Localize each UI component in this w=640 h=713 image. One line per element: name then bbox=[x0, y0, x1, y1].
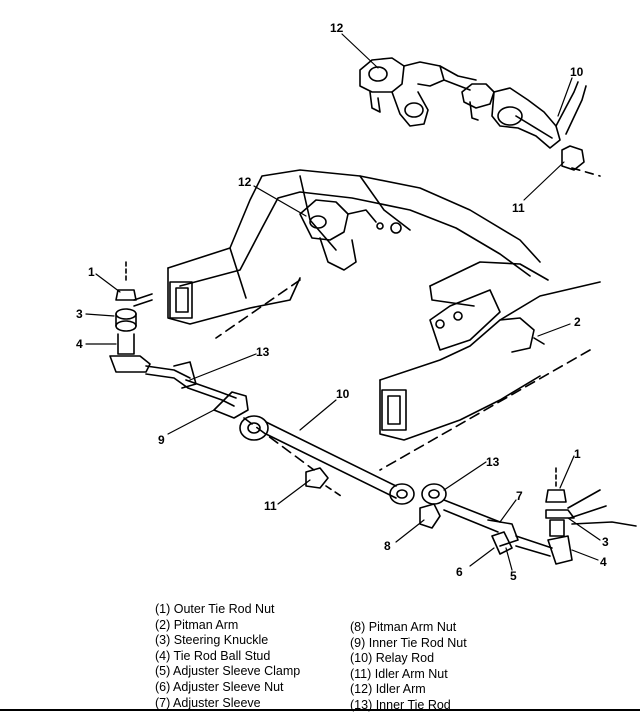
legend-item: (5) Adjuster Sleeve Clamp bbox=[155, 664, 301, 679]
relay-rod bbox=[213, 391, 415, 505]
legend-item: (13) Inner Tie Rod bbox=[350, 697, 451, 712]
callout-1-left: 1 bbox=[88, 265, 95, 279]
legend-right-column: (8) Pitman Arm Nut (9) Inner Tie Rod Nut… bbox=[350, 620, 467, 713]
callout-7: 7 bbox=[516, 489, 523, 503]
callout-5: 5 bbox=[510, 569, 517, 583]
left-tie-rod-end bbox=[109, 261, 237, 407]
legend-item: (11) Idler Arm Nut bbox=[350, 666, 448, 681]
bottom-divider bbox=[0, 709, 640, 711]
legend-item: (1) Outer Tie Rod Nut bbox=[155, 602, 275, 616]
callout-4-left: 4 bbox=[76, 337, 83, 351]
legend-left-column: (1) Outer Tie Rod Nut (2) Pitman Arm (3)… bbox=[155, 602, 300, 711]
idler-arm-detail bbox=[359, 57, 601, 177]
legend-item: (6) Adjuster Sleeve Nut bbox=[155, 679, 284, 694]
callout-8: 8 bbox=[384, 539, 391, 553]
legend-item: (10) Relay Rod bbox=[350, 651, 435, 666]
leader-lines bbox=[85, 33, 601, 571]
callout-4-right: 4 bbox=[600, 555, 607, 569]
right-tie-rod bbox=[419, 467, 637, 565]
callout-10-mid: 10 bbox=[336, 387, 350, 401]
callout-13-left: 13 bbox=[256, 345, 270, 359]
legend-item: (9) Inner Tie Rod Nut bbox=[350, 635, 467, 650]
callout-13-right: 13 bbox=[486, 455, 500, 469]
legend-item: (12) Idler Arm bbox=[350, 682, 426, 697]
callout-10-top: 10 bbox=[570, 65, 584, 79]
callout-11-top: 11 bbox=[512, 201, 525, 215]
legend-item: (4) Tie Rod Ball Stud bbox=[155, 648, 271, 663]
legend-item: (7) Adjuster Sleeve bbox=[155, 695, 261, 710]
callout-1-right: 1 bbox=[574, 447, 581, 461]
callout-3-left: 3 bbox=[76, 307, 83, 321]
callout-11-mid: 11 bbox=[264, 499, 277, 513]
callout-numbers: 12 10 11 12 1 3 4 2 13 10 9 11 13 1 7 3 … bbox=[76, 21, 609, 583]
legend-item: (3) Steering Knuckle bbox=[155, 633, 269, 648]
frame-rails bbox=[167, 169, 601, 471]
callout-6: 6 bbox=[456, 565, 463, 579]
idler-arm-frame bbox=[299, 199, 402, 271]
callout-12-mid: 12 bbox=[238, 175, 252, 189]
callout-12-top: 12 bbox=[330, 21, 344, 35]
callout-9: 9 bbox=[158, 433, 165, 447]
callout-3-right: 3 bbox=[602, 535, 609, 549]
legend-item: (8) Pitman Arm Nut bbox=[350, 620, 457, 634]
callout-2: 2 bbox=[574, 315, 581, 329]
linkage-illustration: 12 10 11 12 1 3 4 2 13 10 9 11 13 1 7 3 … bbox=[76, 21, 637, 583]
legend-item: (2) Pitman Arm bbox=[155, 617, 239, 632]
